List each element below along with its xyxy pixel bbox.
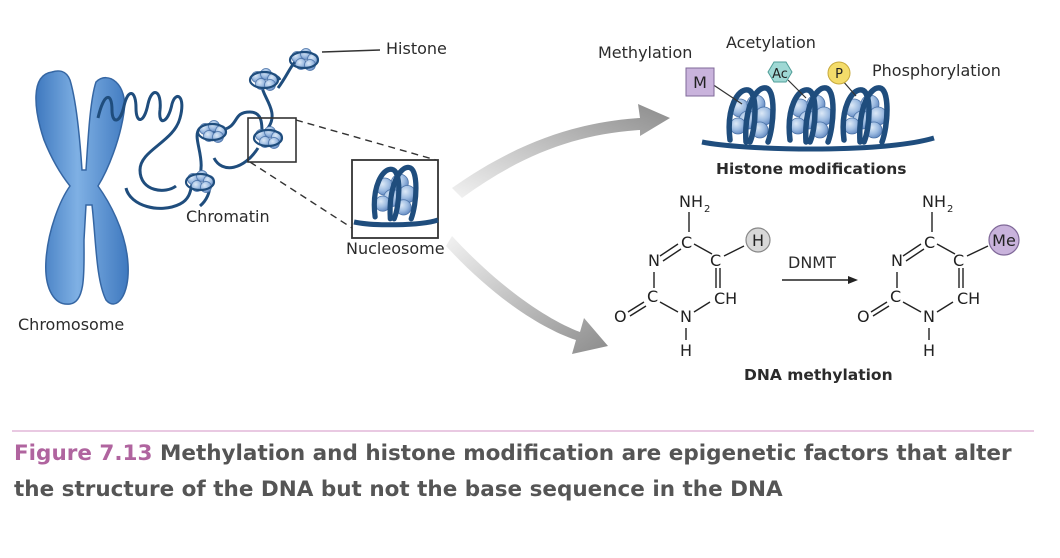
caption-divider	[12, 430, 1034, 432]
methyl-group-tag: Me	[992, 231, 1016, 250]
dna-methylation-label: DNA methylation	[744, 366, 893, 384]
acetyl-tag: Ac	[767, 61, 793, 83]
chromatin-strand	[96, 47, 437, 229]
svg-text:N: N	[923, 307, 935, 326]
chromosome-graphic	[35, 70, 129, 305]
svg-text:CH: CH	[714, 289, 737, 308]
svg-text:H: H	[680, 341, 692, 360]
arrow-to-histone-modifications	[452, 104, 670, 198]
acetyl-tag-label: Ac	[772, 67, 788, 82]
arrow-to-dna-methylation	[446, 236, 608, 354]
svg-text:NH: NH	[922, 192, 946, 211]
chromatin-label: Chromatin	[186, 207, 270, 226]
dnmt-reaction-arrow: DNMT	[782, 253, 858, 284]
svg-text:C: C	[924, 233, 935, 252]
figure-number: Figure 7.13	[14, 441, 153, 466]
svg-text:N: N	[648, 251, 660, 270]
acetylation-label: Acetylation	[726, 33, 816, 52]
cytosine-structure: NH 2 C N C O N H CH C H	[614, 192, 771, 360]
dnmt-label: DNMT	[788, 253, 836, 272]
svg-text:CH: CH	[957, 289, 980, 308]
svg-text:C: C	[710, 251, 721, 270]
phosphorylation-label: Phosphorylation	[872, 61, 1001, 80]
svg-text:C: C	[681, 233, 692, 252]
methyl-tag: M	[685, 67, 715, 97]
histone-label: Histone	[386, 39, 447, 58]
svg-text:H: H	[923, 341, 935, 360]
caption-text: Methylation and histone modification are…	[14, 441, 1012, 502]
svg-text:O: O	[614, 307, 627, 326]
histone-modifications-graphic	[701, 79, 935, 152]
svg-text:N: N	[891, 251, 903, 270]
epigenetics-diagram: M Ac P Histone Chromatin Chromosome Nucl…	[18, 33, 1020, 384]
methylation-label: Methylation	[598, 43, 692, 62]
methylcytosine-structure: NH 2 C N C O N H CH C Me	[857, 192, 1020, 360]
phospho-tag: P	[827, 61, 851, 85]
hydrogen-tag: H	[752, 231, 764, 250]
svg-text:NH: NH	[679, 192, 703, 211]
histone-modifications-label: Histone modifications	[716, 160, 907, 178]
nucleosome-inset	[351, 159, 439, 239]
svg-text:2: 2	[704, 204, 710, 215]
svg-text:O: O	[857, 307, 870, 326]
svg-text:N: N	[680, 307, 692, 326]
chromosome-label: Chromosome	[18, 315, 124, 334]
svg-text:2: 2	[947, 204, 953, 215]
svg-text:C: C	[890, 287, 901, 306]
svg-text:C: C	[647, 287, 658, 306]
svg-text:C: C	[953, 251, 964, 270]
methyl-tag-label: M	[693, 73, 707, 92]
nucleosome-label: Nucleosome	[346, 239, 445, 258]
phospho-tag-label: P	[835, 67, 843, 82]
figure-caption: Figure 7.13 Methylation and histone modi…	[14, 436, 1034, 508]
